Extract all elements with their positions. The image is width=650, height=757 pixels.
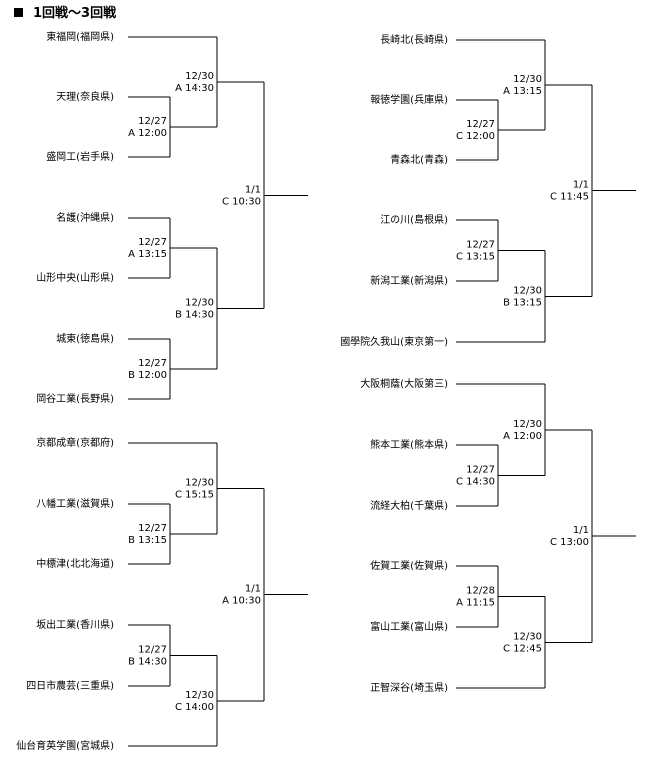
team-name: 江の川(島根県): [380, 213, 448, 226]
team-name: 正智深谷(埼玉県): [370, 681, 448, 694]
match-slot: A 14:30: [175, 83, 214, 94]
section-heading: 1回戦～3回戦: [14, 2, 116, 21]
team-name: 國學院久我山(東京第一): [340, 335, 448, 348]
team-name: 大阪桐蔭(大阪第三): [360, 377, 448, 390]
match-slot: C 13:00: [550, 537, 589, 548]
match-date: 12/30: [513, 631, 542, 642]
team-name: 青森北(青森): [390, 153, 448, 166]
match-slot: C 11:45: [550, 192, 589, 203]
match-date: 12/27: [138, 523, 167, 534]
match-date: 1/1: [245, 184, 261, 195]
square-bullet-icon: [14, 8, 23, 17]
match-slot: A 13:15: [128, 249, 167, 260]
team-name: 佐賀工業(佐賀県): [370, 559, 448, 572]
team-name: 坂出工業(香川県): [36, 618, 114, 631]
team-name: 京都成章(京都府): [36, 436, 114, 449]
match-date: 12/27: [466, 119, 495, 130]
match-date: 1/1: [245, 584, 261, 595]
match-slot: A 12:00: [128, 128, 167, 139]
team-name: 天理(奈良県): [56, 90, 114, 103]
match-slot: A 13:15: [503, 86, 542, 97]
match-date: 12/27: [466, 465, 495, 476]
match-date: 12/30: [513, 419, 542, 430]
match-date: 1/1: [573, 180, 589, 191]
match-date: 1/1: [573, 525, 589, 536]
match-date: 12/28: [466, 586, 495, 597]
match-slot: C 15:15: [175, 490, 214, 501]
match-date: 12/27: [138, 358, 167, 369]
match-slot: B 14:30: [128, 657, 167, 668]
match-date: 12/30: [185, 298, 214, 309]
match-slot: C 12:00: [456, 131, 495, 142]
match-slot: B 12:00: [128, 370, 167, 381]
team-name: 仙台育英学園(宮城県): [16, 739, 114, 752]
team-name: 山形中央(山形県): [36, 271, 114, 284]
team-name: 八幡工業(滋賀県): [36, 497, 114, 510]
match-date: 12/30: [513, 74, 542, 85]
team-name: 東福岡(福岡県): [46, 30, 114, 43]
team-name: 中標津(北北海道): [36, 557, 114, 570]
team-name: 流経大柏(千葉県): [370, 499, 448, 512]
team-name: 四日市農芸(三重県): [26, 679, 114, 692]
team-name: 長崎北(長崎県): [380, 33, 448, 46]
match-date: 12/27: [138, 237, 167, 248]
team-name: 城東(徳島県): [56, 332, 114, 345]
match-slot: A 11:15: [456, 598, 495, 609]
team-name: 新潟工業(新潟県): [370, 274, 448, 287]
match-date: 12/27: [138, 116, 167, 127]
team-name: 岡谷工業(長野県): [36, 392, 114, 405]
match-date: 12/27: [138, 645, 167, 656]
match-slot: A 12:00: [503, 431, 542, 442]
match-slot: B 13:15: [128, 535, 167, 546]
team-name: 名護(沖縄県): [56, 211, 114, 224]
section-heading-text: 1回戦～3回戦: [33, 6, 117, 21]
match-date: 12/30: [185, 71, 214, 82]
match-date: 12/30: [185, 690, 214, 701]
match-date: 12/27: [466, 240, 495, 251]
match-slot: B 13:15: [503, 297, 542, 308]
match-slot: C 10:30: [222, 196, 261, 207]
team-name: 熊本工業(熊本県): [370, 438, 448, 451]
match-slot: C 14:00: [175, 702, 214, 713]
match-date: 12/30: [513, 285, 542, 296]
team-name: 富山工業(富山県): [370, 620, 448, 633]
match-slot: C 14:30: [456, 477, 495, 488]
match-slot: C 13:15: [456, 252, 495, 263]
team-name: 報徳学園(兵庫県): [370, 93, 448, 106]
match-slot: B 14:30: [175, 310, 214, 321]
match-date: 12/30: [185, 478, 214, 489]
team-name: 盛岡工(岩手県): [46, 150, 114, 163]
match-slot: A 10:30: [222, 596, 261, 607]
match-slot: C 12:45: [503, 643, 542, 654]
